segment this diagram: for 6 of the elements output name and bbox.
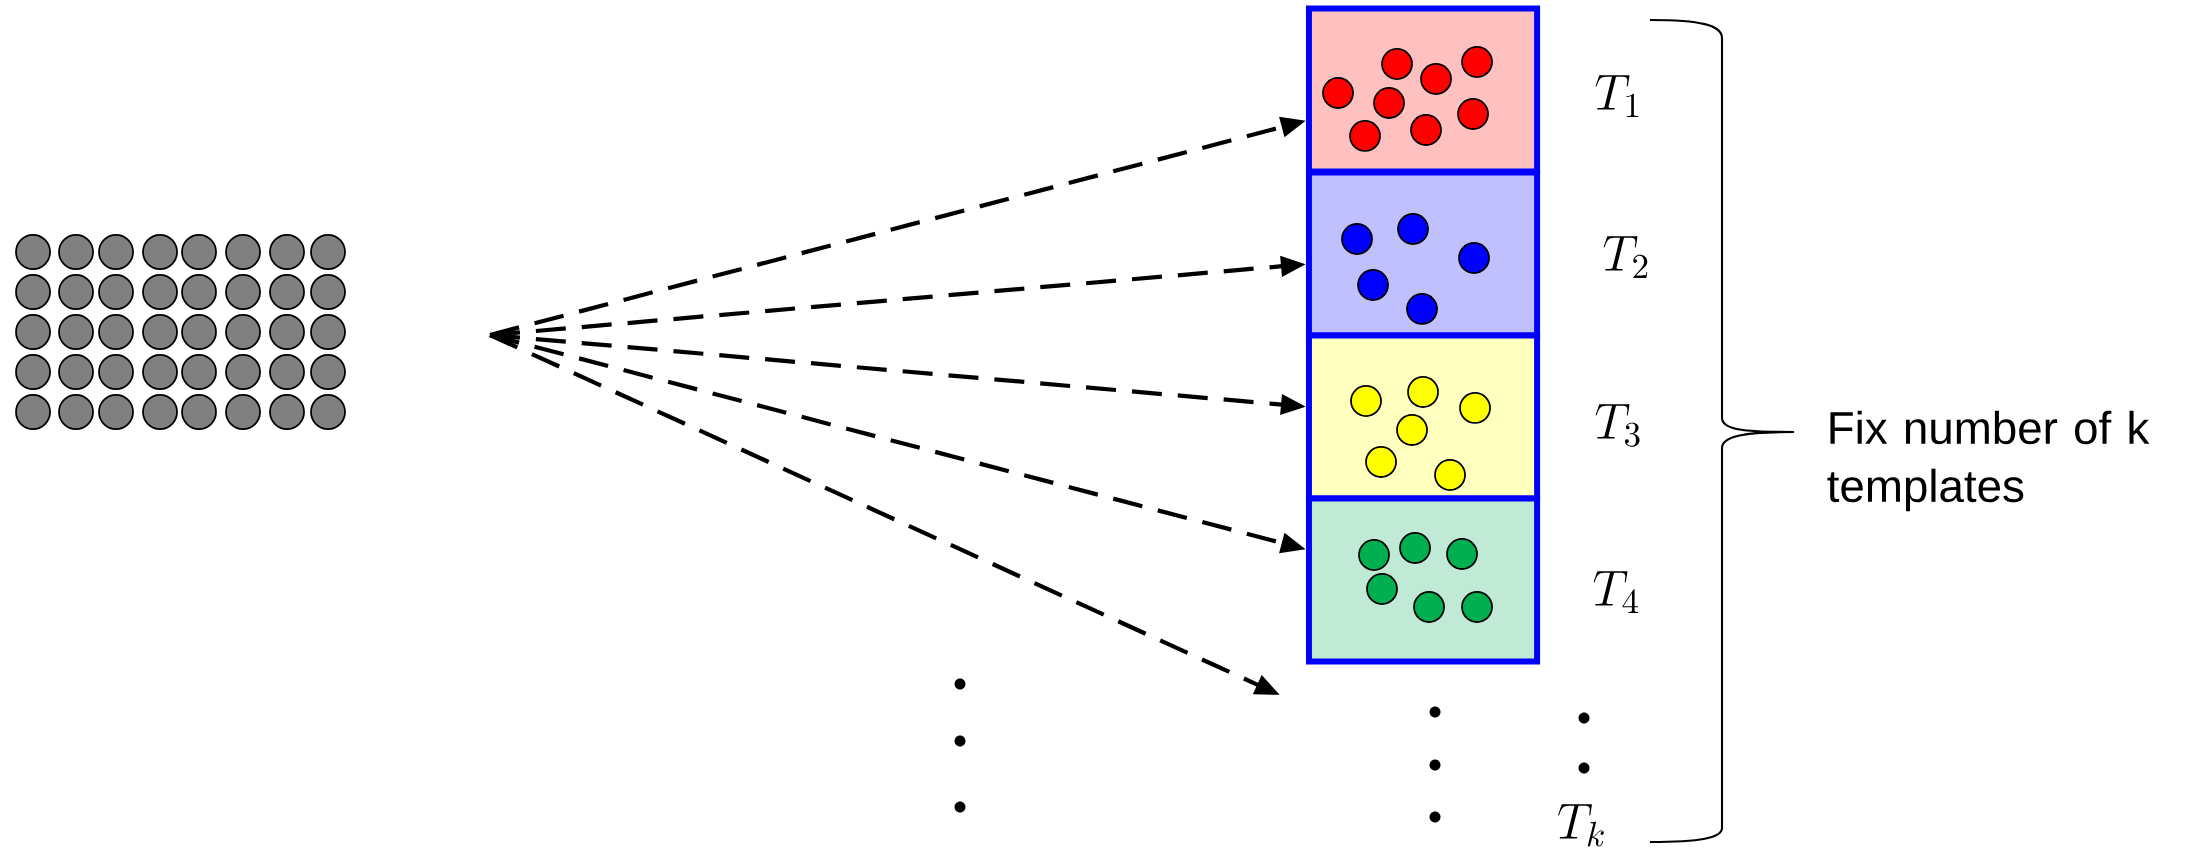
brace-caption: Fix number of k templates	[1827, 410, 2150, 512]
template-label: $T_3$	[1595, 404, 1640, 447]
template-label: $T_1$	[1595, 75, 1639, 118]
template-label: $T_4$	[1593, 571, 1639, 614]
template-label: $T_2$	[1603, 236, 1648, 279]
template-label: $T_k$	[1558, 804, 1604, 847]
